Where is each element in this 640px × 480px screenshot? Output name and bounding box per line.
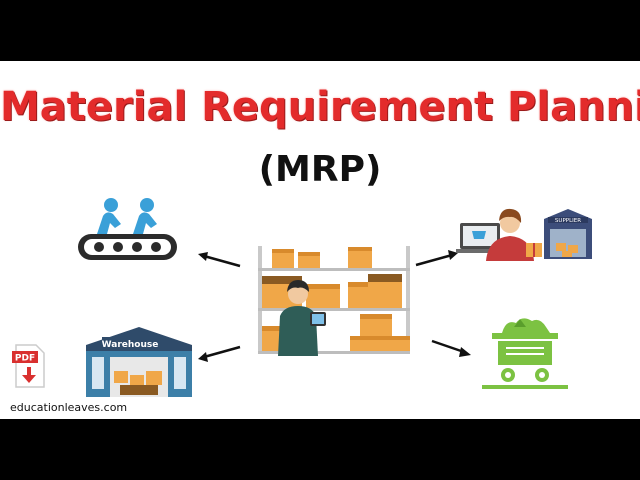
page-title: Material Requirement Planning (0, 84, 640, 130)
mine-cart-icon (482, 318, 568, 389)
warehouse-sign: Warehouse (102, 340, 159, 350)
arrow-icon (431, 339, 471, 357)
slide-canvas: Material Requirement Planning (MRP) (0, 61, 640, 419)
conveyor-workers-icon (78, 198, 177, 260)
central-warehouse-worker-icon (258, 246, 410, 356)
arrow-icon (198, 252, 241, 268)
pdf-download-icon[interactable]: PDF (10, 343, 48, 389)
warehouse-icon: Warehouse (86, 327, 192, 397)
supplier-store-icon: SUPPLIER (456, 208, 592, 261)
arrow-icon (198, 345, 241, 362)
site-url: educationleaves.com (10, 401, 128, 414)
supplier-sign: SUPPLIER (555, 218, 581, 224)
page-subtitle: (MRP) (258, 149, 382, 190)
pdf-label: PDF (15, 354, 35, 364)
arrow-icon (415, 250, 458, 267)
